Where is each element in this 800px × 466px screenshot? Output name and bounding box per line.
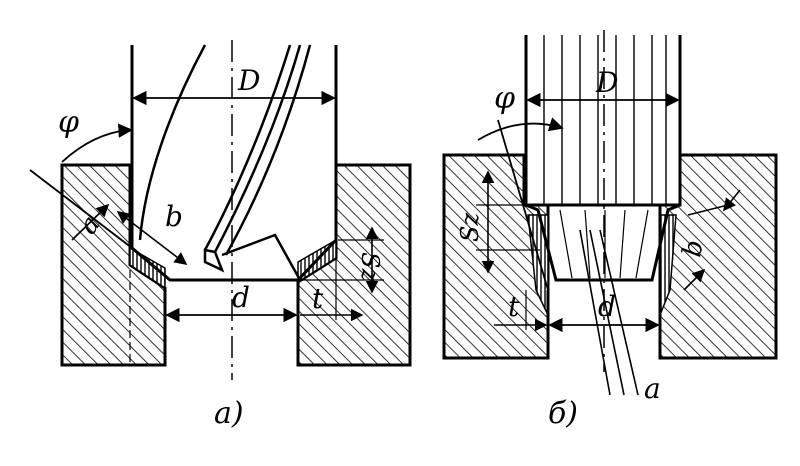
caption-a: а) — [214, 396, 244, 431]
dimension-label-Sz-b: Sz — [456, 213, 484, 242]
angle-label-phi-a: φ — [58, 105, 79, 140]
dimension-label-D-b: D — [595, 66, 618, 99]
caption-b: б) — [548, 396, 578, 431]
dimension-label-t-b: t — [508, 290, 520, 323]
dimension-label-d-a: d — [232, 281, 250, 314]
dimension-label-Sz-a: Sz — [356, 252, 384, 281]
dimension-label-d-b: d — [598, 290, 616, 323]
angle-label-phi-b: φ — [494, 81, 515, 116]
workpiece-right-b — [658, 153, 778, 360]
dimension-label-b-b: b — [677, 238, 709, 260]
chip-zone-right-b — [659, 214, 677, 316]
dimension-label-D-a: D — [237, 64, 260, 97]
figure-a: D φ b a d t Sz а) — [29, 40, 412, 431]
dimension-label-b-a: b — [165, 200, 183, 233]
drill-a — [130, 44, 338, 282]
dimension-label-t-a: t — [312, 282, 324, 315]
dimension-label-a-b: a — [644, 372, 661, 405]
figure-b: D φ Sz b d t a б) — [442, 30, 778, 431]
reamer-b — [524, 35, 682, 282]
